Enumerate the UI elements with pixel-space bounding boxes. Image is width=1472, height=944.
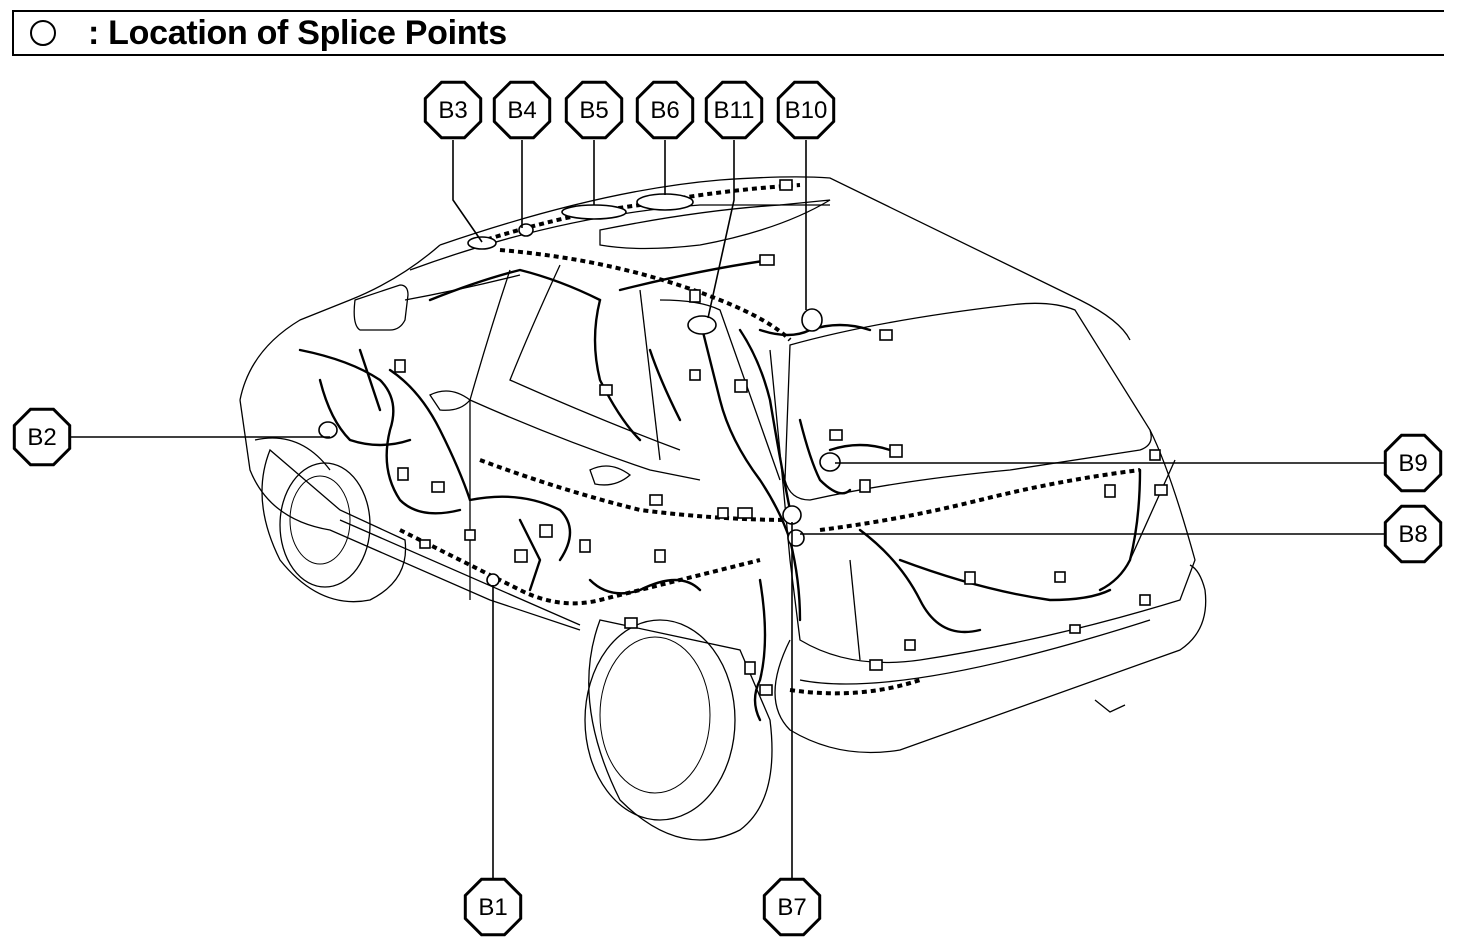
callout-label: B3	[438, 97, 467, 124]
callout-octagon	[635, 80, 695, 140]
callout-leaders	[70, 140, 1384, 878]
callout-octagon	[776, 80, 836, 140]
callout-octagon	[1383, 433, 1443, 493]
callout-label: B5	[579, 97, 608, 124]
callout-label: B1	[478, 894, 507, 921]
callout-octagon	[463, 877, 523, 937]
callout-b2: B2	[12, 407, 72, 467]
callout-b11: B11	[704, 80, 764, 140]
section-header: : Location of Splice Points	[12, 10, 1444, 56]
circle-outline-icon	[30, 20, 56, 46]
callout-label: B6	[650, 97, 679, 124]
callout-b6: B6	[635, 80, 695, 140]
callout-octagon	[12, 407, 72, 467]
callout-b4: B4	[492, 80, 552, 140]
callout-octagon	[492, 80, 552, 140]
callout-label: B8	[1398, 521, 1427, 548]
callout-b1: B1	[463, 877, 523, 937]
connectors	[394, 179, 1168, 696]
callout-label: B9	[1398, 450, 1427, 477]
callout-b10: B10	[776, 80, 836, 140]
callout-octagon	[1383, 504, 1443, 564]
callout-b3: B3	[423, 80, 483, 140]
callout-label: B4	[507, 97, 536, 124]
callout-b9: B9	[1383, 433, 1443, 493]
callout-octagon	[762, 877, 822, 937]
callout-octagon	[564, 80, 624, 140]
splice-markers	[318, 193, 841, 587]
callout-b7: B7	[762, 877, 822, 937]
front-wheel	[261, 448, 407, 603]
callout-b8: B8	[1383, 504, 1443, 564]
page-title: : Location of Splice Points	[88, 14, 507, 52]
callout-label: B10	[785, 97, 828, 124]
callout-b5: B5	[564, 80, 624, 140]
callout-label: B7	[777, 894, 806, 921]
callout-label: B2	[27, 424, 56, 451]
rear-wheel	[584, 619, 773, 841]
callout-octagon	[423, 80, 483, 140]
callout-octagon	[704, 80, 764, 140]
callout-label: B11	[714, 97, 755, 124]
